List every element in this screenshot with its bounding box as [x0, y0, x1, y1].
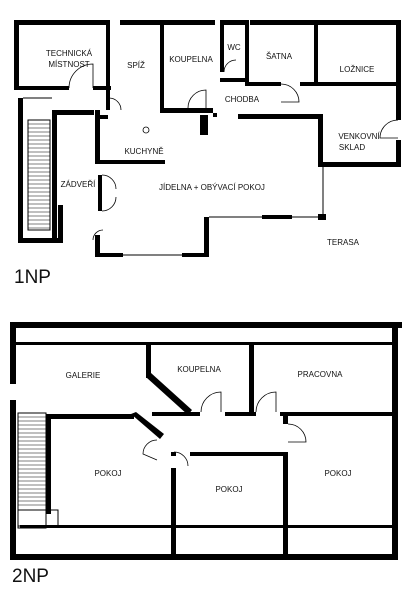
room-label-study: PRACOVNA	[298, 370, 344, 379]
room-label-technical-room-line1: TECHNICKÁ	[46, 49, 93, 58]
room-label-kitchen: KUCHYNĚ	[124, 147, 163, 156]
floor-label-1np: 1NP	[14, 267, 51, 288]
room-label-bathroom: KOUPELNA	[169, 55, 213, 64]
upper-floor-plan	[10, 322, 402, 560]
room-label-room-right: POKOJ	[324, 469, 351, 478]
room-label-pantry: SPÍŽ	[127, 61, 145, 70]
room-label-corridor: CHODBA	[225, 95, 260, 104]
room-label-outdoor-storage-line1: VENKOVNÍ	[338, 132, 380, 141]
upper-staircase	[17, 412, 59, 529]
room-label-dining-living: JÍDELNA + OBÝVACÍ POKOJ	[159, 183, 265, 192]
room-label-gallery: GALERIE	[66, 371, 101, 380]
floor-label-2np: 2NP	[12, 566, 49, 587]
room-label-terrace: TERASA	[327, 238, 360, 247]
room-label-upper-bathroom: KOUPELNA	[177, 365, 221, 374]
room-label-room-middle: POKOJ	[215, 485, 242, 494]
room-label-wardrobe: ŠATNA	[266, 52, 293, 61]
room-label-technical-room-line2: MÍSTNOST	[48, 60, 89, 69]
room-label-bedroom: LOŽNICE	[340, 65, 375, 74]
room-label-entrance-hall: ZÁDVEŘÍ	[61, 180, 96, 189]
room-label-wc: WC	[227, 43, 241, 52]
ground-staircase	[27, 119, 51, 231]
room-label-room-left: POKOJ	[94, 469, 121, 478]
room-label-outdoor-storage-line2: SKLAD	[339, 143, 365, 152]
ground-floor-plan	[14, 20, 401, 257]
